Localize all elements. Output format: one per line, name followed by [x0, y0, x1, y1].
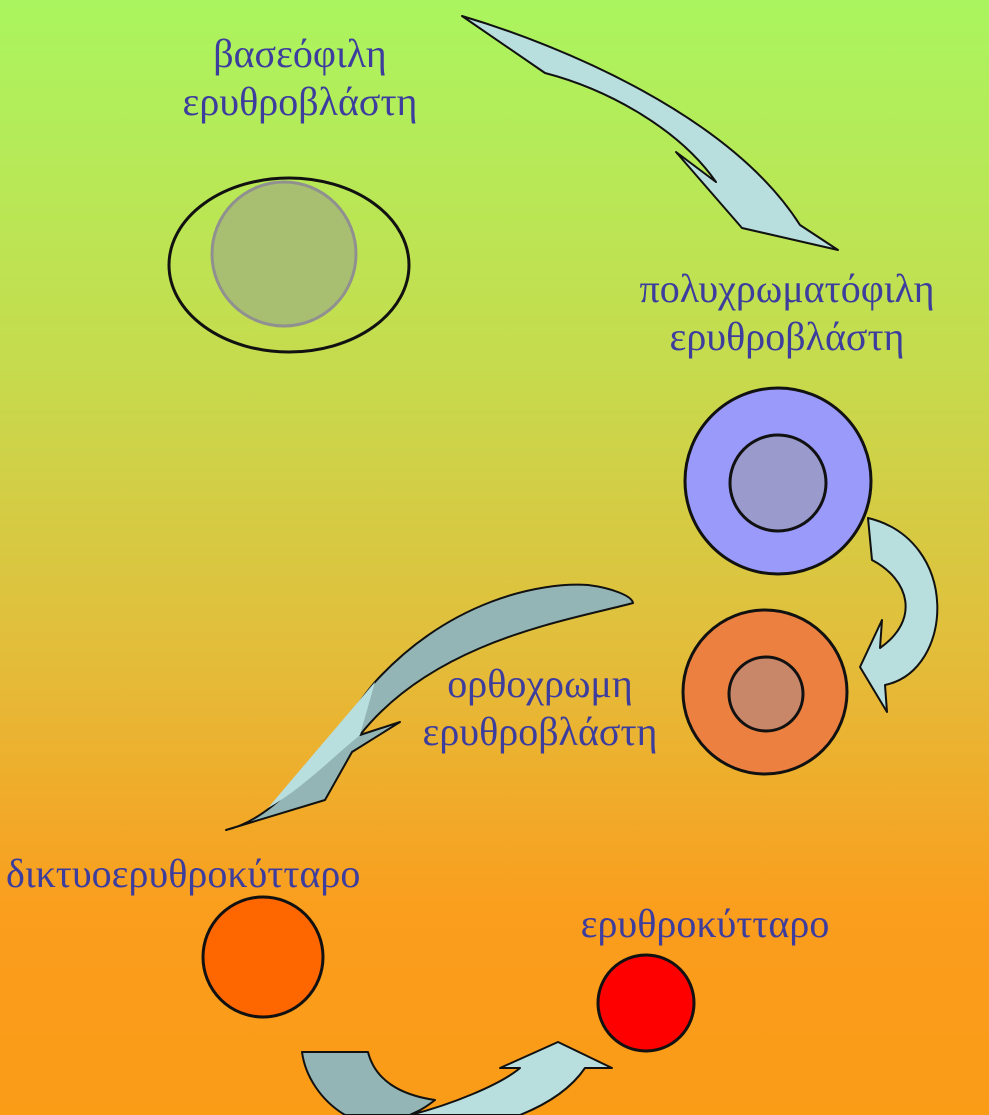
arrow-reticulocyte-to-erythrocyte-left: [302, 1052, 435, 1115]
polychromatic-nucleus: [730, 435, 826, 531]
label-orthochromatic-erythroblast: ορθοχρωμη ερυθροβλάστη: [380, 660, 700, 756]
label-basophilic-erythroblast: βασεόφιλη ερυθροβλάστη: [135, 30, 465, 126]
arrow-reticulocyte-to-erythrocyte-right: [410, 1042, 612, 1115]
reticulocyte-cell: [203, 897, 323, 1017]
arrow-basophilic-to-polychromatic: [462, 16, 838, 250]
erythrocyte-cell: [598, 955, 694, 1051]
label-erythrocyte: ερυθροκύτταρο: [520, 900, 890, 948]
label-reticulocyte: δικτυοερυθροκύτταρο: [6, 850, 476, 898]
arrow-polychromatic-to-orthochromatic: [860, 518, 937, 712]
label-polychromatic-erythroblast: πολυχρωματόφιλη ερυθροβλάστη: [585, 265, 989, 361]
basophilic-nucleus: [212, 182, 356, 326]
orthochromatic-nucleus: [729, 657, 803, 731]
